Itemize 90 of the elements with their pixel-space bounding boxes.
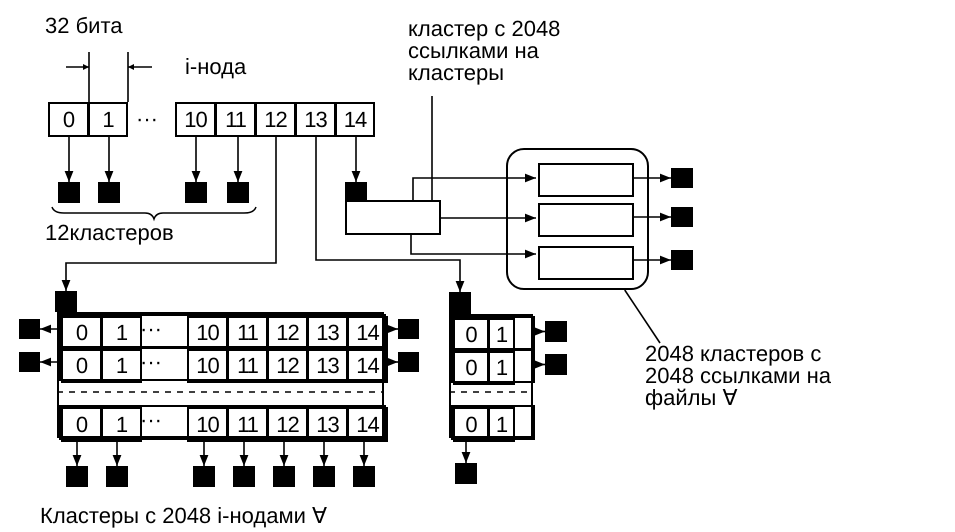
index-cell: 1 bbox=[488, 351, 515, 385]
arrow bbox=[533, 360, 545, 369]
cluster-box bbox=[538, 163, 634, 197]
table-row bbox=[59, 405, 386, 440]
block-square bbox=[398, 319, 419, 339]
index-cell: 12 bbox=[267, 349, 308, 383]
block-square bbox=[233, 466, 255, 487]
arrow bbox=[62, 137, 277, 291]
index-cell: 1 bbox=[101, 349, 142, 383]
index-cell: 11 bbox=[227, 349, 268, 383]
brace-label: 12кластеров bbox=[45, 221, 174, 245]
cluster-box bbox=[538, 203, 634, 237]
leader-line bbox=[431, 96, 433, 200]
leader-line bbox=[624, 290, 661, 344]
arrow bbox=[632, 256, 671, 264]
block-square bbox=[455, 463, 477, 484]
index-cell: 12 bbox=[255, 102, 296, 137]
index-cell: 13 bbox=[295, 102, 336, 137]
index-cell: 11 bbox=[215, 102, 256, 137]
cluster-box bbox=[538, 246, 634, 280]
block-square bbox=[353, 466, 375, 487]
arrow bbox=[352, 137, 360, 182]
block-square bbox=[671, 250, 693, 270]
table-row bbox=[451, 316, 535, 350]
index-cell: 13 bbox=[307, 349, 348, 383]
arrow bbox=[533, 327, 545, 336]
block-square bbox=[106, 466, 128, 487]
index-cell: 0 bbox=[453, 351, 489, 385]
table-row bbox=[451, 349, 535, 383]
ellipsis-text: ··· bbox=[140, 350, 162, 374]
block-square bbox=[193, 466, 215, 487]
index-cell: 12 bbox=[267, 407, 308, 442]
ellipsis-text: ··· bbox=[136, 107, 158, 131]
cluster-box bbox=[345, 200, 441, 235]
index-cell: 14 bbox=[347, 349, 388, 383]
arrow bbox=[632, 212, 671, 222]
block-square bbox=[545, 354, 567, 375]
block-square bbox=[55, 291, 77, 312]
block-square bbox=[19, 352, 40, 372]
annotation-text: кластер с 2048 ссылками на кластеры bbox=[408, 18, 583, 96]
block-square bbox=[671, 207, 693, 227]
block-square bbox=[227, 182, 249, 203]
table-row bbox=[59, 347, 386, 381]
index-cell: 0 bbox=[48, 102, 89, 137]
index-cell: 14 bbox=[335, 102, 375, 137]
block-square bbox=[58, 182, 80, 203]
arrow bbox=[234, 137, 242, 182]
index-cell: 10 bbox=[187, 349, 228, 383]
arrow bbox=[104, 137, 114, 182]
arrow bbox=[40, 358, 57, 366]
block-square bbox=[66, 466, 88, 487]
block-square bbox=[545, 321, 567, 342]
block-square bbox=[671, 168, 693, 188]
index-cell: 14 bbox=[347, 407, 388, 442]
arrow bbox=[412, 174, 536, 200]
block-square bbox=[273, 466, 295, 487]
index-cell: 10 bbox=[175, 102, 216, 137]
block-square bbox=[185, 182, 207, 203]
heading-text: i-нода bbox=[185, 56, 246, 78]
caption-text: Кластеры с 2048 i-нодами ∀ bbox=[40, 504, 327, 528]
block-square bbox=[19, 319, 40, 339]
index-cell: 0 bbox=[61, 407, 102, 442]
arrow bbox=[410, 235, 536, 258]
block-square bbox=[98, 182, 120, 203]
index-cell: 1 bbox=[101, 407, 142, 442]
index-cell: 13 bbox=[307, 407, 348, 442]
index-cell: 10 bbox=[187, 407, 228, 442]
arrow bbox=[315, 137, 464, 292]
caption-text: 32 бита bbox=[45, 14, 123, 38]
index-cell: 14 bbox=[347, 316, 388, 350]
arrow bbox=[441, 214, 536, 222]
block-square bbox=[449, 292, 471, 314]
index-cell: 0 bbox=[453, 407, 489, 442]
cluster-group-outline bbox=[506, 148, 649, 290]
annotation-text: 2048 кластеров с 2048 ссылками на файлы ∀ bbox=[645, 343, 845, 421]
index-cell: 0 bbox=[61, 349, 102, 383]
block-square bbox=[398, 352, 419, 372]
arrow bbox=[632, 174, 671, 182]
ellipsis-text: ··· bbox=[140, 317, 162, 341]
index-cell: 1 bbox=[488, 407, 515, 442]
index-cell: 11 bbox=[227, 407, 268, 442]
table-row bbox=[59, 314, 386, 348]
block-square bbox=[345, 182, 367, 201]
block-square bbox=[313, 466, 335, 487]
arrow bbox=[40, 324, 57, 334]
arrow bbox=[64, 137, 74, 182]
arrow bbox=[192, 137, 200, 182]
index-cell: 1 bbox=[88, 102, 128, 137]
table-row bbox=[451, 405, 535, 440]
ellipsis-text: ··· bbox=[140, 408, 162, 432]
